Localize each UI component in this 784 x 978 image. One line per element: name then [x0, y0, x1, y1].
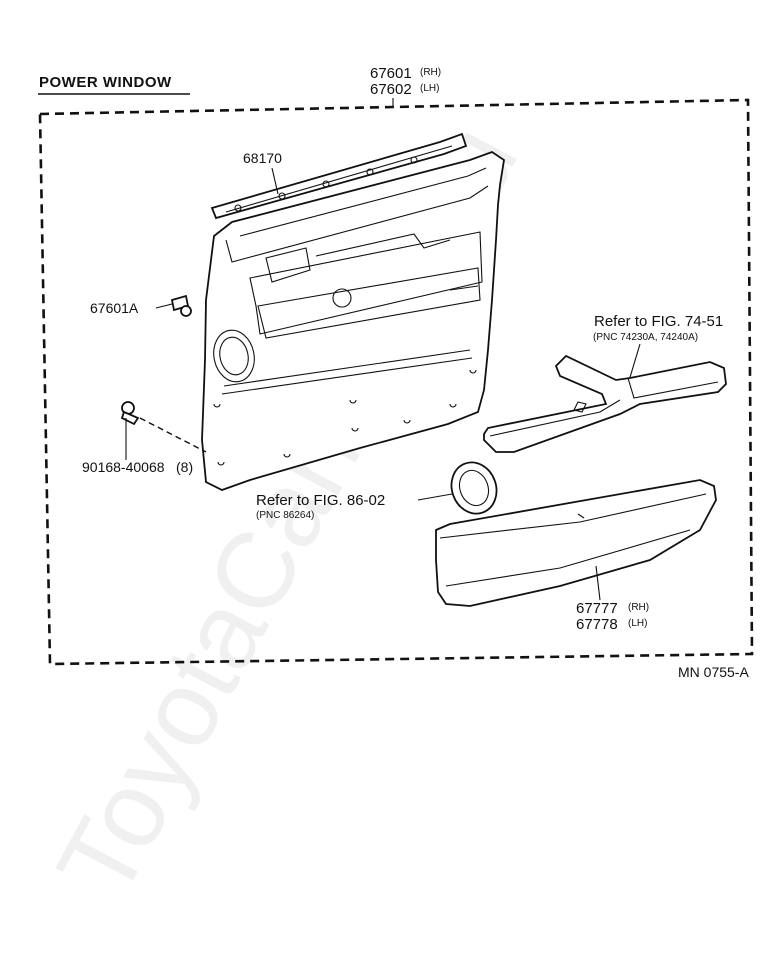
pocket-label: 67777 (RH) 67778 (LH)	[576, 600, 649, 633]
svg-text:Refer to FIG. 86-02: Refer to FIG. 86-02	[256, 492, 385, 509]
speaker-ref-label: Refer to FIG. 86-02 (PNC 86264)	[256, 492, 385, 521]
svg-text:(8): (8)	[176, 459, 193, 475]
svg-text:(RH): (RH)	[628, 602, 649, 613]
clip	[120, 401, 140, 426]
door-pocket	[435, 479, 717, 607]
svg-text:90168-40068: 90168-40068	[82, 459, 165, 475]
svg-text:(LH): (LH)	[628, 618, 647, 629]
weatherstrip-pnc: 68170	[243, 150, 282, 166]
clip-install-path	[139, 417, 207, 453]
weatherstrip	[210, 132, 468, 220]
svg-text:(PNC 86264): (PNC 86264)	[256, 510, 314, 521]
armrest	[483, 354, 727, 453]
section-title: POWER WINDOW	[39, 74, 172, 91]
group-frame	[38, 98, 754, 666]
weatherstrip-leader	[271, 167, 279, 195]
speaker-grille	[450, 461, 498, 515]
svg-text:(LH): (LH)	[420, 83, 439, 94]
svg-text:Refer to FIG. 74-51: Refer to FIG. 74-51	[594, 313, 723, 330]
door-trim-panel	[201, 150, 505, 491]
svg-text:67778: 67778	[576, 616, 618, 633]
armrest-ref-label: Refer to FIG. 74-51 (PNC 74230A, 74240A)	[593, 313, 723, 343]
drawing-code: MN 0755-A	[678, 664, 749, 680]
svg-text:(RH): (RH)	[420, 67, 441, 78]
clip-label: 90168-40068 (8)	[82, 459, 193, 475]
speaker-ref-leader	[417, 493, 453, 501]
fastener-a-pnc: 67601A	[90, 300, 139, 316]
fastener-a	[170, 294, 192, 317]
svg-text:67777: 67777	[576, 600, 618, 617]
svg-text:67602: 67602	[370, 81, 412, 98]
pocket-leader	[595, 565, 601, 601]
door-trim-label: 67601 (RH) 67602 (LH)	[370, 65, 441, 98]
svg-text:67601: 67601	[370, 65, 412, 82]
fastener-a-leader	[155, 303, 173, 309]
svg-text:(PNC 74230A, 74240A): (PNC 74230A, 74240A)	[593, 332, 698, 343]
